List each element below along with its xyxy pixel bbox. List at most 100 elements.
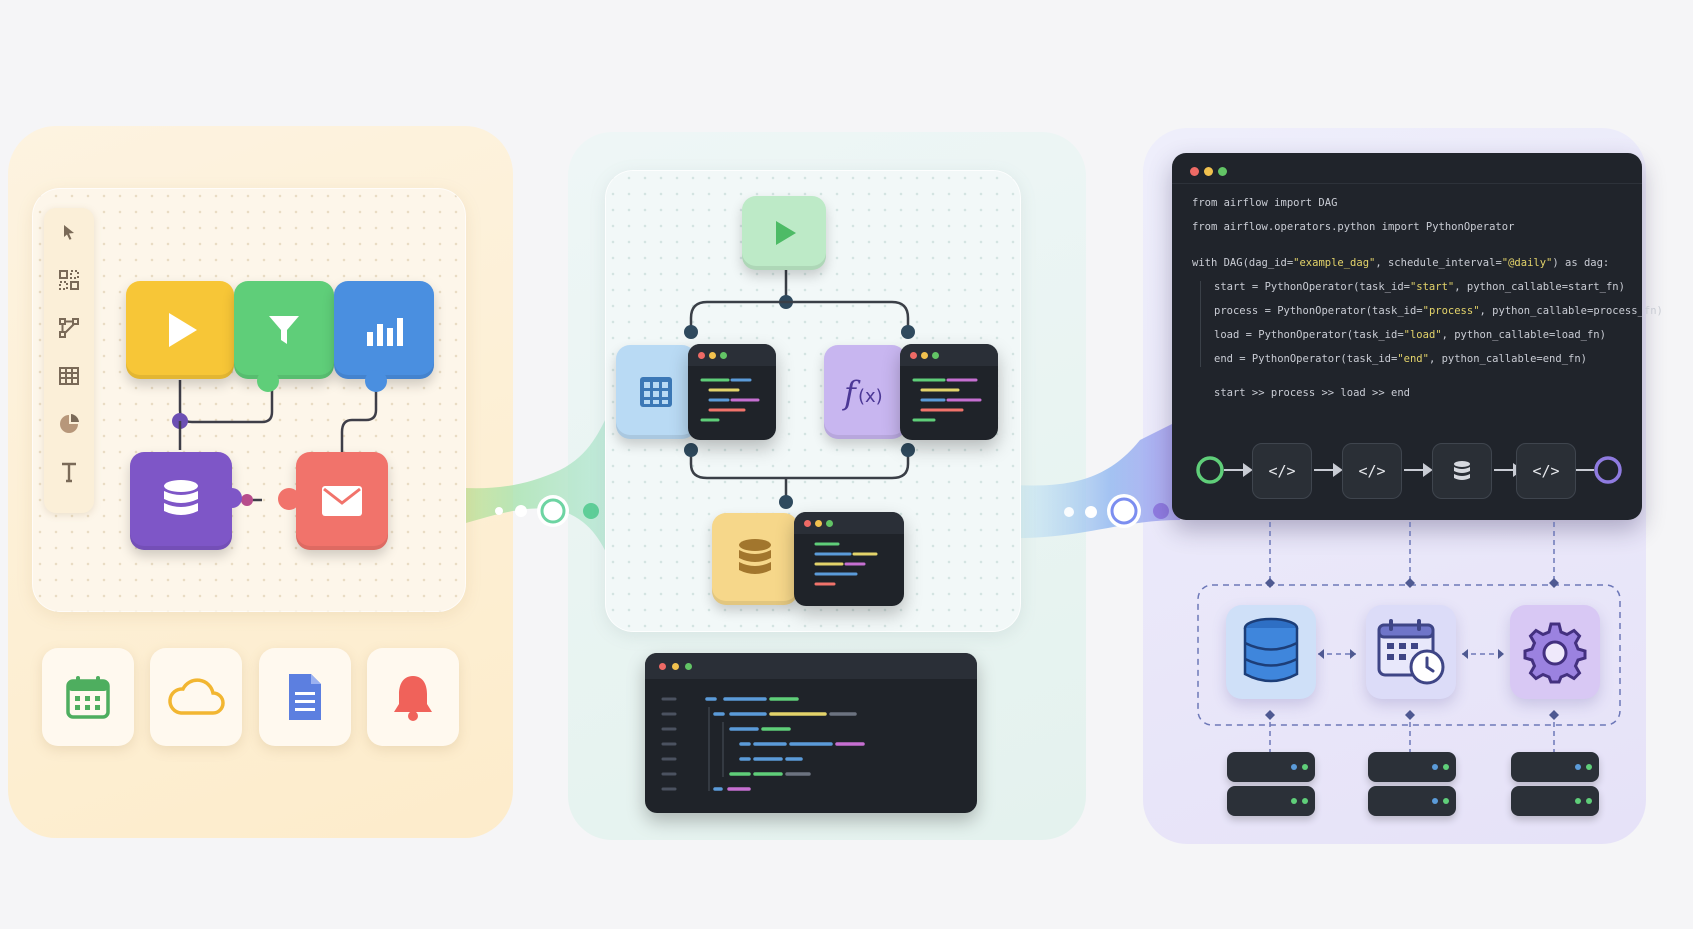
stream-dot xyxy=(515,505,527,517)
stream-dot xyxy=(1085,506,1097,518)
filter-icon xyxy=(269,316,299,344)
code-token: start >> process >> load >> end xyxy=(1214,387,1410,399)
table-code-snippet xyxy=(688,344,776,440)
database-service[interactable] xyxy=(1226,605,1316,699)
trigger-block[interactable] xyxy=(742,196,826,270)
code-string: "example_dag" xyxy=(1293,257,1376,269)
builder-toolbar xyxy=(44,208,94,513)
components-icon[interactable] xyxy=(53,264,85,296)
chart-block[interactable] xyxy=(334,281,434,379)
code-icon: </> xyxy=(1268,462,1296,480)
gear-icon xyxy=(1523,622,1587,684)
window-maximize-dot[interactable] xyxy=(1218,167,1227,176)
generated-code-editor xyxy=(645,653,977,813)
calendar-clock-icon xyxy=(1377,619,1445,685)
pipeline-task-code[interactable]: </> xyxy=(1252,443,1312,499)
code-line: start = PythonOperator(task_id="start", … xyxy=(1214,281,1625,293)
scheduler-service[interactable] xyxy=(1366,605,1456,699)
database-block[interactable] xyxy=(130,452,232,550)
pie-chart-icon[interactable] xyxy=(53,408,85,440)
play-icon xyxy=(169,313,197,347)
table-icon[interactable] xyxy=(53,360,85,392)
code-token: ) as dag: xyxy=(1552,257,1610,269)
code-token: process = PythonOperator(task_id= xyxy=(1214,305,1423,317)
function-block[interactable]: f(x) xyxy=(824,345,906,439)
table-block[interactable] xyxy=(616,345,696,439)
stream-node-ring xyxy=(1110,497,1138,525)
stream-dot xyxy=(495,507,503,515)
code-token: from airflow import DAG xyxy=(1192,197,1338,209)
code-line: start >> process >> load >> end xyxy=(1214,387,1410,399)
filter-block[interactable] xyxy=(234,281,334,379)
calendar-icon xyxy=(66,676,110,719)
svg-text:(x): (x) xyxy=(858,386,883,407)
calendar-tile[interactable] xyxy=(42,648,134,746)
document-tile[interactable] xyxy=(259,648,351,746)
server-icon xyxy=(1511,786,1599,816)
database-icon xyxy=(1243,617,1299,683)
stream-dot xyxy=(583,503,599,519)
pipeline-task-code[interactable]: </> xyxy=(1342,443,1402,499)
puzzle-knob xyxy=(222,488,242,508)
nodes-icon[interactable] xyxy=(53,312,85,344)
code-string: "process" xyxy=(1422,305,1480,317)
server-icon xyxy=(1368,786,1456,816)
code-icon: </> xyxy=(1358,462,1386,480)
bell-tile[interactable] xyxy=(367,648,459,746)
server-icon xyxy=(1227,752,1315,782)
code-line: load = PythonOperator(task_id="load", py… xyxy=(1214,329,1606,341)
code-token: , python_callable=load_fn) xyxy=(1441,329,1606,341)
server-icon xyxy=(1511,752,1599,782)
puzzle-knob xyxy=(278,488,300,510)
server-icon xyxy=(1368,752,1456,782)
visual-builder-canvas xyxy=(32,188,466,612)
play-block[interactable] xyxy=(126,281,234,379)
text-icon[interactable] xyxy=(53,456,85,488)
code-token: , python_callable=end_fn) xyxy=(1428,353,1587,365)
pipeline-start xyxy=(1196,456,1224,484)
table-icon xyxy=(640,377,672,407)
bell-icon xyxy=(394,676,432,721)
cloud-tile[interactable] xyxy=(150,648,242,746)
code-line: end = PythonOperator(task_id="end", pyth… xyxy=(1214,353,1587,365)
code-string: "load" xyxy=(1403,329,1442,341)
code-token: , schedule_interval= xyxy=(1375,257,1502,269)
code-token: from airflow.operators.python import Pyt… xyxy=(1192,221,1515,233)
code-token: load = PythonOperator(task_id= xyxy=(1214,329,1404,341)
stream-dot xyxy=(1064,507,1074,517)
code-token: with DAG(dag_id= xyxy=(1192,257,1294,269)
window-close-dot[interactable] xyxy=(1190,167,1199,176)
cursor-icon[interactable] xyxy=(53,216,85,248)
puzzle-knob xyxy=(257,370,279,392)
mail-icon xyxy=(322,486,362,516)
code-string: "end" xyxy=(1397,353,1429,365)
database-block[interactable] xyxy=(712,513,798,605)
puzzle-knob xyxy=(365,370,387,392)
window-minimize-dot[interactable] xyxy=(1204,167,1213,176)
code-line: from airflow import DAG xyxy=(1192,197,1337,209)
code-string: "start" xyxy=(1409,281,1455,293)
stream-dot xyxy=(1153,503,1169,519)
database-icon xyxy=(164,480,198,515)
pipeline-end xyxy=(1594,456,1622,484)
code-line: with DAG(dag_id="example_dag", schedule_… xyxy=(1192,257,1609,269)
database-icon xyxy=(1454,461,1470,480)
code-string: "@daily" xyxy=(1501,257,1553,269)
function-code-snippet xyxy=(900,344,998,440)
cloud-icon xyxy=(168,678,225,715)
database-code-snippet xyxy=(794,512,904,606)
code-icon: </> xyxy=(1532,462,1560,480)
code-token: , python_callable=process_fn) xyxy=(1479,305,1663,317)
indent-guide xyxy=(1200,281,1201,367)
pipeline-task-code[interactable]: </> xyxy=(1516,443,1576,499)
settings-service[interactable] xyxy=(1510,605,1600,699)
stream-node-ring xyxy=(540,498,566,524)
mail-block[interactable] xyxy=(296,452,388,550)
play-icon xyxy=(776,221,796,245)
pipeline-task-database[interactable] xyxy=(1432,443,1492,499)
bar-chart-icon xyxy=(367,318,403,346)
airflow-code-editor: from airflow import DAG from airflow.oper… xyxy=(1172,153,1663,520)
